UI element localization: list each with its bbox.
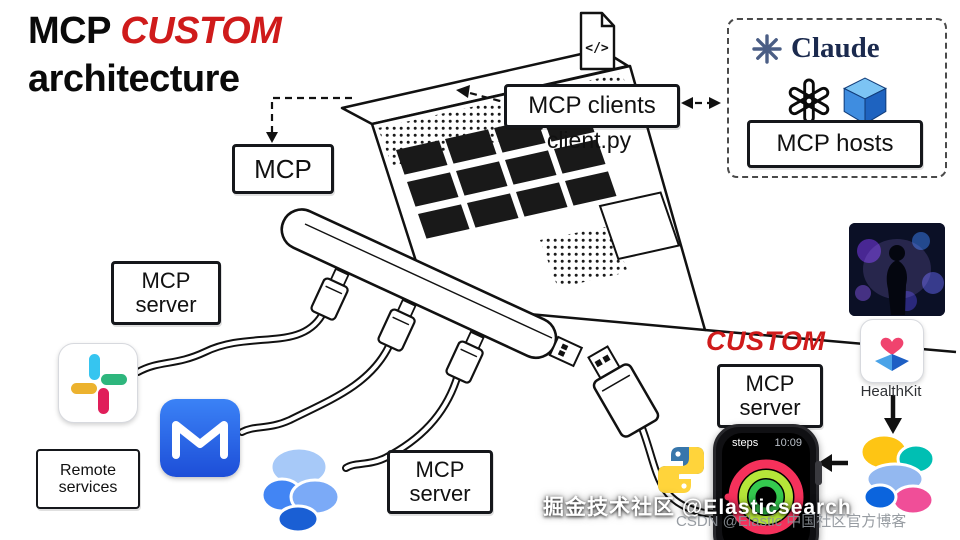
- claude-wordmark: Claude: [791, 32, 880, 64]
- page-title: MCP CUSTOM architecture: [28, 8, 282, 103]
- claude-logo: Claude: [752, 32, 880, 65]
- code-glyph: </>: [585, 41, 609, 56]
- elasticsearch-icon-right: [859, 433, 936, 516]
- client-py-label: client.py: [546, 127, 632, 153]
- watch-screen: steps 10:09: [722, 433, 810, 540]
- title-mcp: MCP: [28, 10, 111, 52]
- trackpad: [598, 191, 681, 261]
- watermark-csdn: CSDN @Elastic 中国社区官方博客: [676, 513, 907, 530]
- flow-arrows: [818, 395, 902, 472]
- mcp-label: MCP: [254, 153, 312, 184]
- gmail-icon: [160, 399, 240, 477]
- python-icon: [658, 447, 704, 493]
- dashed-arrow-to-mcp: [270, 96, 352, 132]
- mcp-clients-box: MCP clients: [504, 84, 680, 128]
- usb-plug-icon: [310, 267, 660, 438]
- slack-icon: [58, 343, 138, 423]
- watch-side-button: [815, 461, 822, 485]
- mcp-server-box-2: MCP server: [717, 364, 823, 428]
- mcp-server-box-1: MCP server: [111, 261, 221, 325]
- usb-hub-illustration: [280, 208, 584, 368]
- title-custom: CUSTOM: [120, 10, 282, 52]
- claude-asterisk-icon: [752, 33, 782, 64]
- elasticsearch-icon-bottom: [260, 446, 341, 534]
- runner-photo: [849, 223, 945, 316]
- healthkit-label: HealthKit: [860, 383, 922, 400]
- arrowheads: [266, 85, 721, 143]
- apple-watch: steps 10:09: [713, 424, 822, 540]
- code-file-icon: </>: [579, 11, 616, 71]
- cube-icon: [843, 77, 887, 125]
- activity-rings-icon: [724, 459, 804, 535]
- mcp-hosts-label: MCP hosts: [776, 130, 894, 158]
- title-architecture: architecture: [28, 57, 240, 100]
- dashed-arrow-clients-to-laptop: [465, 90, 501, 103]
- openai-icon: [788, 78, 830, 124]
- mcp-hosts-box: MCP hosts: [747, 120, 923, 168]
- healthkit-icon: [860, 319, 924, 383]
- watch-time: 10:09: [774, 437, 802, 449]
- mcp-box: MCP: [232, 144, 334, 194]
- usb-a-plug-icon: [587, 345, 660, 438]
- mcp-server-box-3: MCP server: [387, 450, 493, 514]
- custom-label: CUSTOM: [706, 326, 826, 356]
- watch-steps-label: steps: [732, 437, 759, 449]
- remote-services-box: Remote services: [36, 449, 140, 509]
- mcp-clients-label: MCP clients: [528, 92, 656, 120]
- watermark-juejin: 掘金技术社区 @Elasticsearch: [543, 496, 852, 519]
